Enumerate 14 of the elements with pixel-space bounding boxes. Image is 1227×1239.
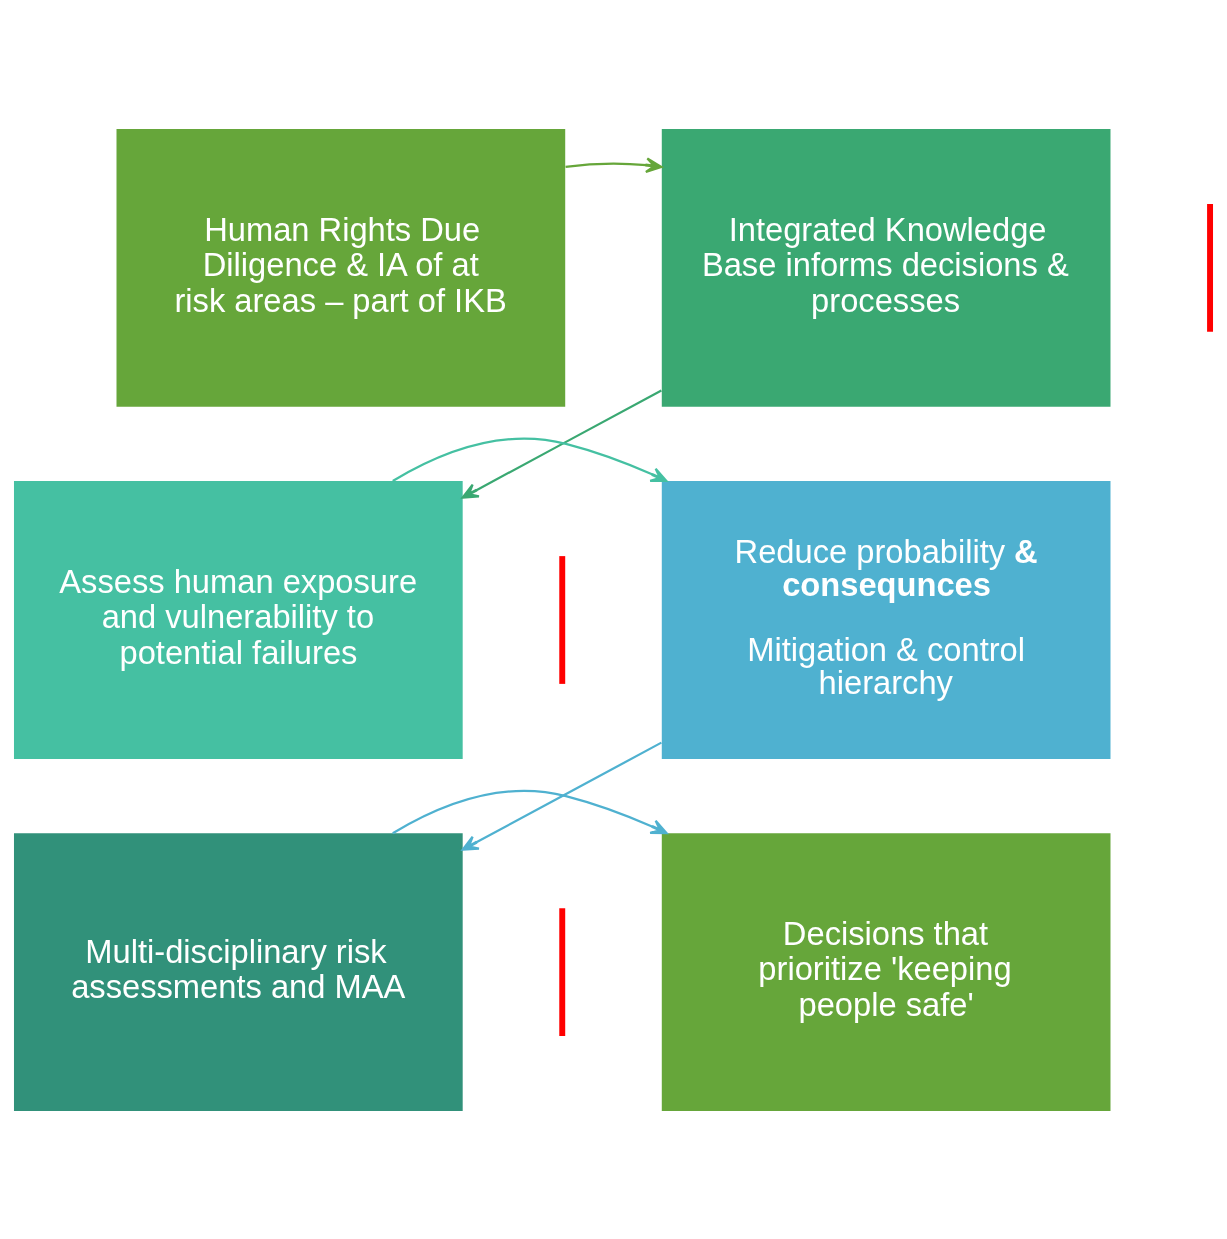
node-box: Assess human exposure and vulnerability to potential failures bbox=[14, 480, 463, 759]
node-box: Multi-disciplinary risk assessments and MAA bbox=[14, 832, 463, 1111]
node-box: Integrated Knowledge Base informs decisions & processes bbox=[661, 128, 1111, 407]
arrow bbox=[392, 437, 668, 482]
node-box: Reduce probability & consequnces Mitigation & control hierarchy bbox=[661, 480, 1111, 759]
node-bar bbox=[559, 907, 566, 1036]
arrow bbox=[392, 789, 668, 834]
node-box: Human Rights Due Diligence & IA of at risk areas – part of IKB bbox=[116, 128, 566, 407]
node-bar bbox=[1207, 203, 1213, 332]
arrow bbox=[461, 741, 662, 851]
arrow bbox=[565, 156, 663, 173]
node-box: Decisions that prioritize 'keeping people safe' bbox=[661, 832, 1111, 1111]
arrow bbox=[461, 389, 662, 499]
node-bar bbox=[559, 555, 566, 684]
